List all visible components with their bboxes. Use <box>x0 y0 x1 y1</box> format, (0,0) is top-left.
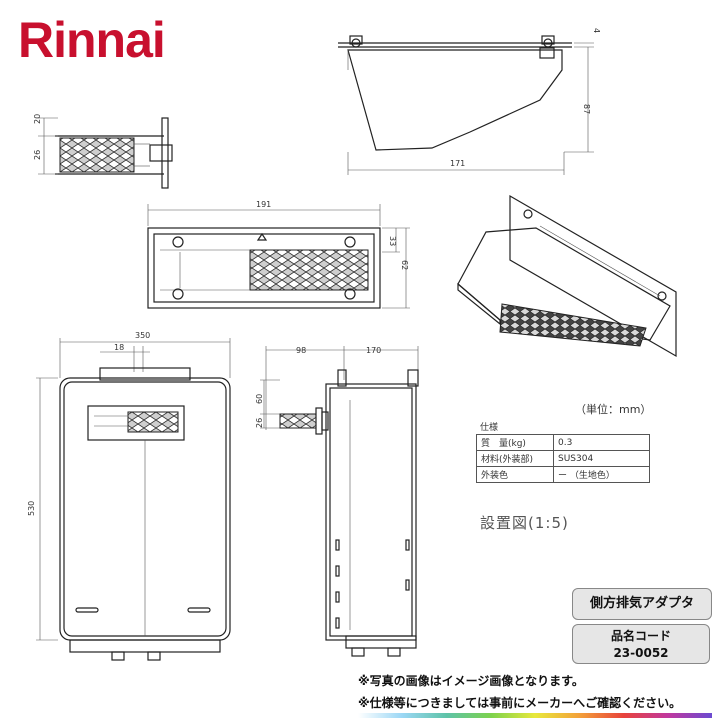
side-view-small-drawing: 20 26 <box>33 114 173 189</box>
product-code: 23-0052 <box>613 646 669 660</box>
dim-front-h1: 33 <box>388 236 397 246</box>
spec-value: 0.3 <box>553 434 650 451</box>
dim-heater-offset: 18 <box>114 343 124 352</box>
top-view-drawing: 171 87 4 <box>338 28 601 175</box>
dim-side-h1: 60 <box>255 394 264 404</box>
dim-side-depth2: 170 <box>366 346 381 355</box>
product-code-badge: 品名コード 23-0052 <box>572 624 710 664</box>
spec-table: 質 量(kg) 0.3 材料(外装部) SUS304 外装色 ー （生地色） <box>476 434 650 483</box>
scale-label: 設置図(1:5) <box>480 514 569 532</box>
product-code-label: 品名コード <box>610 629 671 643</box>
front-view-drawing: 191 33 62 <box>147 200 410 309</box>
spec-value: SUS304 <box>553 450 650 467</box>
dim-top-height: 87 <box>582 104 591 114</box>
product-name: 側方排気アダプタ <box>589 596 694 611</box>
dim-heater-width: 350 <box>135 331 150 340</box>
dim-top-flange: 4 <box>592 28 601 33</box>
units-label: （単位：mm） <box>575 403 652 416</box>
spec-key: 外装色 <box>476 466 554 483</box>
spec-key: 質 量(kg) <box>476 434 554 451</box>
spec-value: ー （生地色） <box>553 466 650 483</box>
spec-key: 材料(外装部) <box>476 450 554 467</box>
dim-front-width: 191 <box>256 200 271 209</box>
spec-row: 質 量(kg) 0.3 <box>476 434 650 451</box>
dim-front-h2: 62 <box>400 260 409 270</box>
spec-row: 外装色 ー （生地色） <box>476 466 650 483</box>
dim-side-h2: 26 <box>255 418 264 428</box>
image-note: ※写真の画像はイメージ画像となります。 <box>358 674 584 688</box>
heater-front-drawing: 350 18 530 <box>27 331 231 661</box>
rainbow-bar <box>358 713 712 718</box>
confirm-note: ※仕様等につきましては事前にメーカーへご確認ください。 <box>358 696 682 710</box>
dim-side-b: 26 <box>33 150 42 160</box>
brand-logo: Rinnai <box>18 12 166 68</box>
dim-top-width: 171 <box>450 159 465 168</box>
dim-side-a: 20 <box>33 114 42 124</box>
product-name-badge: 側方排気アダプタ <box>572 588 712 620</box>
spec-caption: 仕様 <box>480 423 499 433</box>
dim-side-depth1: 98 <box>296 346 306 355</box>
spec-row: 材料(外装部) SUS304 <box>476 450 650 467</box>
heater-side-drawing: 98 170 60 26 <box>255 346 419 657</box>
isometric-view-drawing <box>457 194 677 358</box>
dim-heater-height: 530 <box>27 501 36 516</box>
